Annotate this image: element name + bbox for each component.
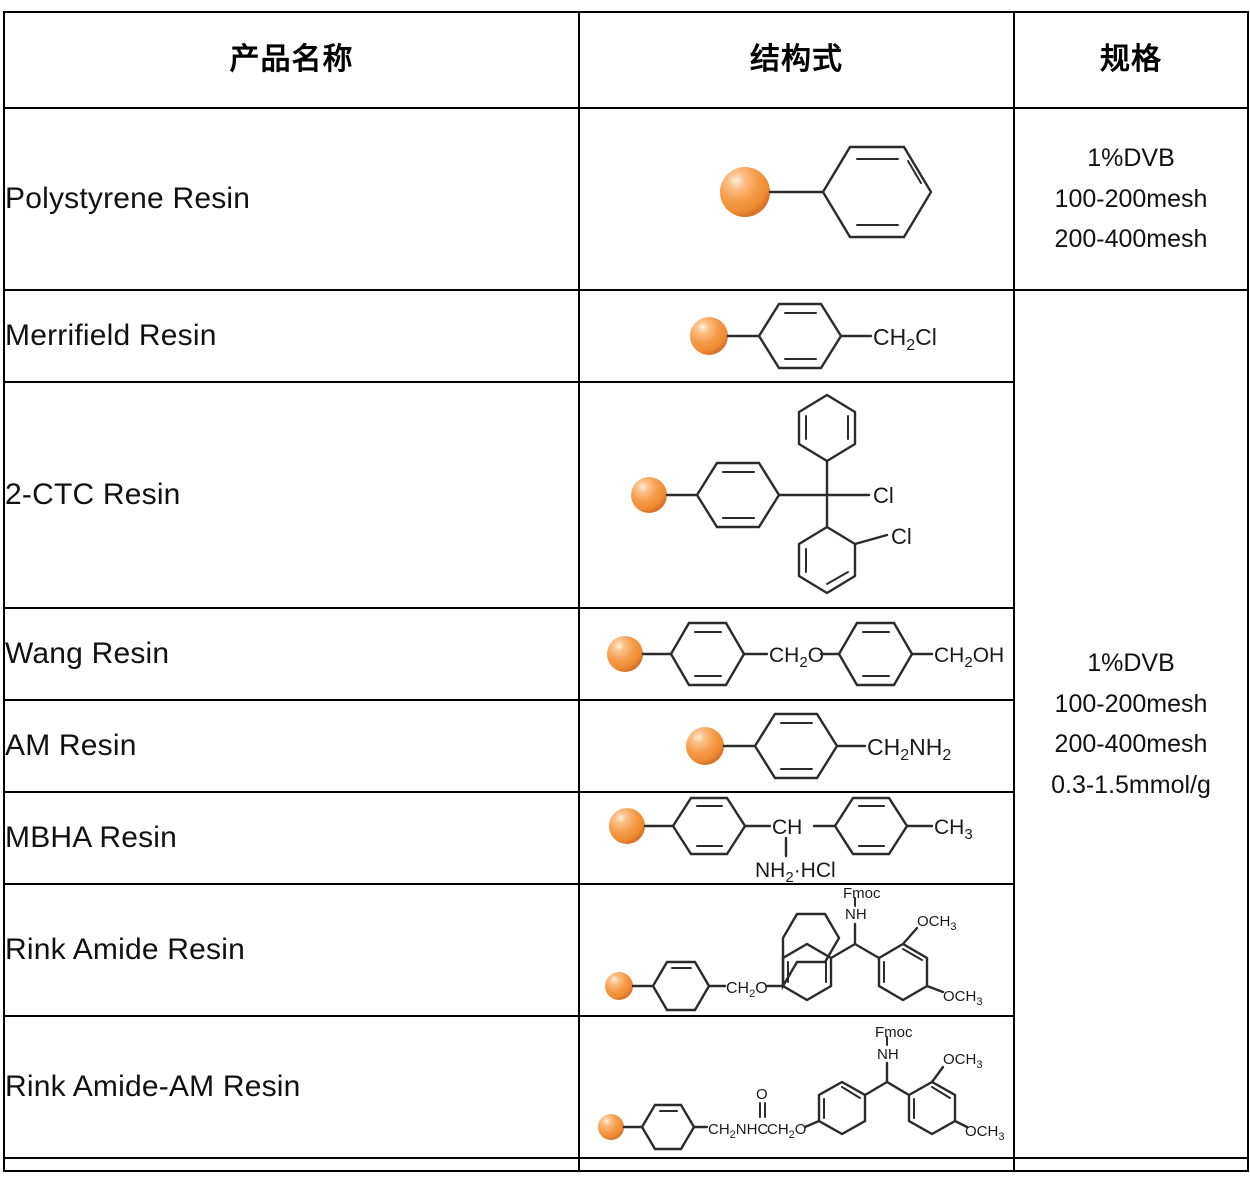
benzene-ring bbox=[797, 525, 856, 595]
table-row: AM Resin CH2NH2 bbox=[3, 699, 1248, 793]
rink-amide-structure: CH2O NH Fmoc bbox=[604, 886, 982, 1012]
structure-cell-rink-amide: CH2O NH Fmoc bbox=[578, 883, 1015, 1017]
label-fmoc: Fmoc bbox=[843, 886, 881, 902]
label-nh: NH bbox=[845, 906, 867, 923]
benzene-ring bbox=[640, 1103, 695, 1151]
label-nh2-hcl: NH2·HCl bbox=[755, 859, 836, 882]
label-ch2o: CH2O bbox=[769, 644, 824, 671]
header-product-name: 产品名称 bbox=[3, 11, 580, 109]
spec-cell-second: 1%DVB 100-200mesh 200-400mesh 0.3-1.5mmo… bbox=[1013, 289, 1249, 1159]
benzene-ring bbox=[695, 461, 780, 529]
product-name-rink-amide: Rink Amide Resin bbox=[3, 883, 580, 1017]
table-row: Wang Resin CH2O bbox=[3, 607, 1248, 701]
resin-bead-icon bbox=[608, 808, 645, 844]
resin-bead-icon bbox=[685, 727, 724, 765]
product-name-polystyrene: Polystyrene Resin bbox=[3, 107, 580, 291]
benzene-ring bbox=[757, 302, 842, 370]
product-name-wang: Wang Resin bbox=[3, 607, 580, 701]
label-och3-1: OCH3 bbox=[943, 1051, 982, 1071]
table-row: Rink Amide-AM Resin CH2NHC bbox=[3, 1015, 1248, 1159]
label-cl-1: Cl bbox=[873, 483, 894, 508]
header-structural-formula: 结构式 bbox=[578, 11, 1015, 109]
resin-bead-icon bbox=[606, 636, 643, 672]
label-ch: CH bbox=[772, 816, 802, 839]
label-och3-2: OCH3 bbox=[943, 988, 982, 1008]
label-och3-1: OCH3 bbox=[917, 913, 956, 933]
am-structure: CH2NH2 bbox=[685, 712, 951, 780]
table-row: Rink Amide Resin CH2O bbox=[3, 883, 1248, 1017]
product-name-rink-amide-am: Rink Amide-AM Resin bbox=[3, 1015, 580, 1159]
wang-structure: CH2O CH2OH bbox=[606, 621, 1004, 687]
spec-line: 0.3-1.5mmol/g bbox=[1051, 770, 1211, 799]
label-carbonyl-o: O bbox=[756, 1086, 768, 1103]
table-row: 2-CTC Resin bbox=[3, 381, 1248, 609]
spec-line: 100-200mesh bbox=[1054, 689, 1208, 718]
label-ch2cl: CH2Cl bbox=[873, 324, 937, 354]
product-name-2ctc: 2-CTC Resin bbox=[3, 381, 580, 609]
partial-cell-structure bbox=[578, 1157, 1015, 1172]
label-ch3: CH3 bbox=[934, 816, 973, 843]
label-ch2o-link: CH2O bbox=[726, 980, 768, 1000]
benzene-ring bbox=[671, 796, 746, 856]
structure-cell-rink-amide-am: CH2NHC O CH2O N bbox=[578, 1015, 1015, 1159]
benzene-ring bbox=[877, 942, 928, 1002]
label-fmoc: Fmoc bbox=[875, 1024, 913, 1041]
label-nh: NH bbox=[877, 1046, 899, 1063]
polystyrene-structure bbox=[719, 145, 932, 239]
structure-cell-wang: CH2O CH2OH bbox=[578, 607, 1015, 701]
rink-amide-am-structure: CH2NHC O CH2O N bbox=[597, 1024, 1004, 1151]
table-row: Polystyrene Resin bbox=[3, 107, 1249, 291]
label-och3-2: OCH3 bbox=[965, 1123, 1004, 1143]
resin-bead-icon bbox=[597, 1114, 624, 1140]
benzene-ring bbox=[821, 145, 932, 239]
spec-line: 200-400mesh bbox=[1054, 225, 1208, 254]
benzene-ring bbox=[669, 621, 745, 687]
spec-line: 1%DVB bbox=[1087, 649, 1175, 677]
benzene-ring bbox=[817, 1080, 866, 1136]
benzene-ring bbox=[833, 796, 908, 856]
partial-cell-spec bbox=[1013, 1157, 1249, 1172]
spec-line: 1%DVB bbox=[1087, 144, 1175, 173]
product-name-merrifield: Merrifield Resin bbox=[3, 289, 580, 383]
label-ch2nhc: CH2NHC bbox=[708, 1121, 768, 1141]
spec-line: 200-400mesh bbox=[1054, 730, 1208, 758]
spec-cell-first: 1%DVB 100-200mesh 200-400mesh bbox=[1013, 107, 1249, 291]
product-name-mbha: MBHA Resin bbox=[3, 791, 580, 885]
structure-cell-mbha: CH NH2·HCl CH3 bbox=[578, 791, 1015, 885]
label-ch2oh: CH2OH bbox=[934, 644, 1004, 671]
table-row-partial bbox=[3, 1157, 1249, 1172]
structure-cell-merrifield: CH2Cl bbox=[578, 289, 1015, 383]
partial-cell-name bbox=[3, 1157, 580, 1172]
label-ch2nh2: CH2NH2 bbox=[867, 734, 951, 764]
structure-cell-2ctc: Cl Cl bbox=[578, 381, 1015, 609]
resin-bead-icon bbox=[689, 317, 728, 355]
resin-bead-icon bbox=[630, 477, 667, 513]
benzene-ring bbox=[907, 1080, 956, 1136]
label-ch2o-link: CH2O bbox=[767, 1121, 806, 1141]
benzene-ring bbox=[753, 712, 838, 780]
table-row: Merrifield Resin CH2Cl bbox=[3, 289, 1249, 1159]
resin-bead-icon bbox=[604, 972, 633, 1000]
benzene-ring bbox=[837, 621, 913, 687]
resin-bead-icon bbox=[719, 167, 770, 217]
structure-cell-am: CH2NH2 bbox=[578, 699, 1015, 793]
2-ctc-structure: Cl Cl bbox=[630, 393, 912, 595]
table-header-row: 产品名称 结构式 规格 bbox=[3, 11, 1249, 109]
resin-products-table: 产品名称 结构式 规格 Polystyrene Resin bbox=[3, 11, 1249, 1172]
benzene-ring bbox=[797, 393, 856, 463]
benzene-ring bbox=[651, 960, 710, 1012]
spec-line: 100-200mesh bbox=[1054, 184, 1208, 213]
merrifield-structure: CH2Cl bbox=[689, 302, 937, 370]
structure-cell-polystyrene bbox=[578, 107, 1015, 291]
product-name-am: AM Resin bbox=[3, 699, 580, 793]
mbha-structure: CH NH2·HCl CH3 bbox=[608, 796, 973, 882]
label-cl-2: Cl bbox=[891, 524, 912, 549]
header-specification: 规格 bbox=[1013, 11, 1249, 109]
table-row: MBHA Resin CH NH2·HCl bbox=[3, 791, 1248, 885]
